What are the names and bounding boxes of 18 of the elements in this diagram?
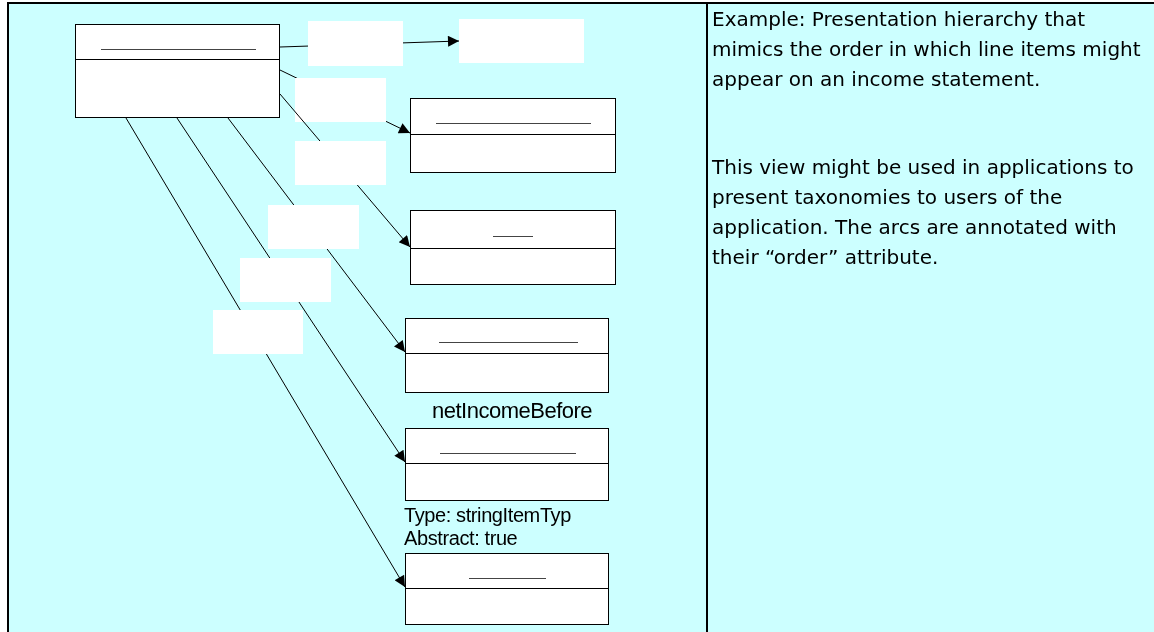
arrow [279,21,460,66]
class-box [75,24,280,118]
element-attribute: Abstract: true [404,528,518,548]
description-text: Example: Presentation hierarchy that mimics the order in which line items might appear on an income statement. [712,6,1142,93]
arrow [227,117,406,353]
class-box [410,210,616,285]
label-box [459,19,584,63]
arrow [125,117,406,588]
class-box [410,98,616,173]
arrow [279,69,411,134]
class-box [405,318,609,393]
arrow [176,117,406,463]
class-box [405,428,609,501]
element-type: Type: stringItemTyp [404,505,571,525]
description-text: This view might be used in applications to present taxonomies to users of the application. The arcs are annotated with their “order” attribute. [712,154,1135,271]
class-box [405,553,609,625]
arrow [279,93,411,248]
element-name: netIncomeBefore [432,400,593,422]
